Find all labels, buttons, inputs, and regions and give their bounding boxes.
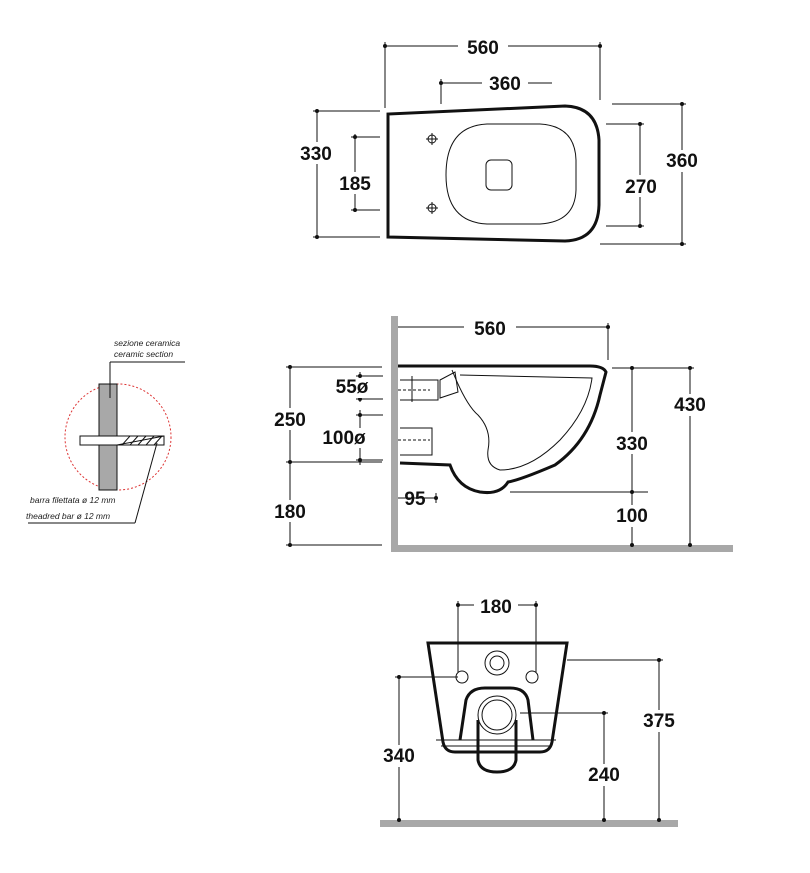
rear-floor [380, 820, 678, 827]
dim-top-rear-width: 330 [300, 144, 332, 165]
detail-bar-en: theadred bar ø 12 mm [26, 511, 110, 521]
dim-top-length: 560 [467, 38, 499, 59]
dim-rear-fixing-height: 340 [383, 746, 415, 767]
dim-top-front-width: 360 [666, 151, 698, 172]
dim-top-seat-width: 270 [625, 177, 657, 198]
rear-view-outline [426, 641, 569, 754]
dim-side-inlet-height: 250 [274, 410, 306, 431]
dim-top-fixing-spacing: 185 [339, 174, 371, 195]
dim-top-hole-to-front: 360 [489, 74, 521, 95]
side-view-inner-bowl [451, 369, 593, 471]
dim-rear-fixing-spacing: 180 [480, 597, 512, 618]
floor [391, 545, 733, 552]
detail-label-it: sezione ceramica [114, 338, 180, 348]
side-view-bowl-outline [398, 364, 608, 494]
dim-side-inlet-diameter: 55ø [336, 377, 369, 398]
dim-side-clearance: 100 [616, 506, 648, 527]
wall [391, 316, 398, 550]
dim-side-rim-height: 430 [674, 395, 706, 416]
dim-side-outlet-height: 180 [274, 502, 306, 523]
rear-view: 180 340 240 375 [377, 596, 684, 827]
detail-circle [64, 383, 172, 491]
top-view-seat-opening [445, 123, 577, 225]
dim-rear-outlet-height: 240 [588, 765, 620, 786]
top-view-bowl-outline [386, 104, 601, 243]
detail-bar-it: barra filettata ø 12 mm [30, 495, 116, 505]
rear-outlet-icon [477, 695, 517, 735]
dim-side-outlet-offset: 95 [404, 489, 426, 510]
rear-inlet-icon [484, 650, 510, 676]
dim-side-length: 560 [474, 319, 506, 340]
dim-rear-top-height: 375 [643, 711, 675, 732]
side-view: 560 250 180 55ø 100ø 95 [268, 316, 733, 552]
fixing-hole-icon [525, 670, 539, 684]
dim-side-rim-from-outlet: 330 [616, 434, 648, 455]
fixing-detail: sezione ceramica ceramic section barra f… [26, 338, 185, 524]
dim-side-outlet-diameter: 100ø [322, 428, 366, 449]
top-view: 560 360 330 185 270 360 [294, 36, 706, 246]
top-view-drain-square [485, 159, 513, 191]
detail-label-en: ceramic section [114, 349, 173, 359]
